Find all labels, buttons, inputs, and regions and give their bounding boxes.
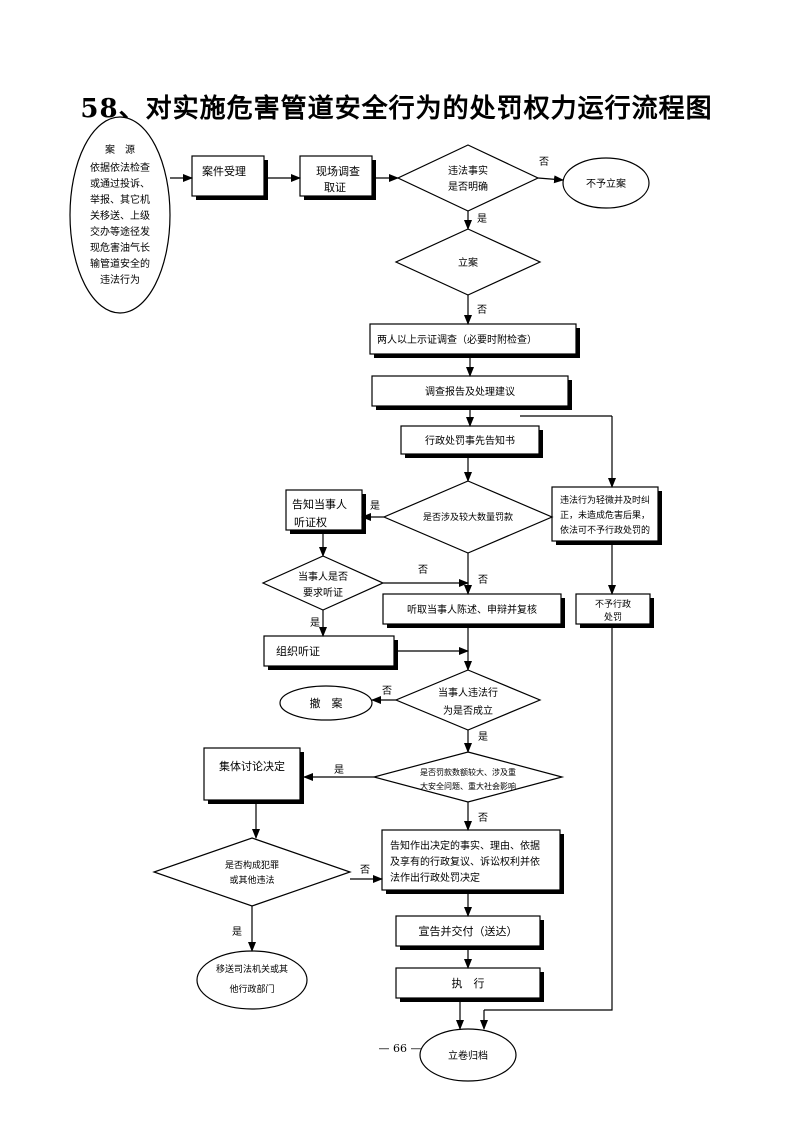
source-ellipse: 案 源 依据依法检查 或通过投诉、 举报、其它机 关移送、上级 交办等途径发 现… <box>69 116 171 314</box>
source-line: 现危害油气长 <box>90 241 150 254</box>
source-line: 举报、其它机 <box>90 193 150 206</box>
major-impact-decision: 是否罚款数额较大、涉及重 大安全问题、重大社会影响 <box>371 751 565 803</box>
onsite-label: 现场调查 <box>316 164 360 178</box>
edge-label-no: 否 <box>360 864 370 876</box>
no-penalty-box: 不予行政 处罚 <box>575 593 654 628</box>
edge-label-no: 否 <box>382 685 392 697</box>
report-label: 调查报告及处理建议 <box>425 385 515 398</box>
organize-hearing-box: 组织听证 <box>263 635 398 670</box>
decision-label: 及享有的行政复议、诉讼权利并依 <box>390 855 540 868</box>
large-fine-label: 是否涉及较大数量罚款 <box>423 511 513 523</box>
source-line: 关移送、上级 <box>90 209 150 222</box>
source-line: 或通过投诉、 <box>90 177 150 190</box>
crime-label: 或其他违法 <box>229 874 274 886</box>
no-penalty-label: 不予行政 <box>595 598 631 610</box>
edge-label-yes: 是 <box>310 617 320 629</box>
edge-label-yes: 是 <box>370 500 380 512</box>
page-title: 58、对实施危害管道安全行为的处罚权力运行流程图 <box>80 94 713 124</box>
major-impact-label: 是否罚款数额较大、涉及重 <box>420 767 516 777</box>
major-impact-label: 大安全问题、重大社会影响 <box>420 781 516 791</box>
page-number: — 66 — <box>379 1042 422 1055</box>
notice-label: 行政处罚事先告知书 <box>425 434 515 447</box>
source-line: 依据依法检查 <box>90 161 150 174</box>
transfer-label: 移送司法机关或其 <box>216 963 288 975</box>
archive-label: 立卷归档 <box>448 1049 488 1062</box>
onsite-label: 取证 <box>324 181 346 194</box>
report-box: 调查报告及处理建议 <box>371 375 572 410</box>
listen-label: 听取当事人陈述、申辩并复核 <box>407 603 537 616</box>
edge-label-yes: 是 <box>478 731 488 743</box>
inform-label: 告知当事人 <box>292 497 347 511</box>
onsite-investigation-box: 现场调查 取证 <box>299 155 376 200</box>
archive-ellipse: 立卷归档 <box>419 1028 517 1082</box>
two-person-label: 两人以上示证调查（必要时附检查） <box>377 333 537 346</box>
hearing-request-label: 要求听证 <box>303 587 343 599</box>
edge-label-no: 否 <box>539 156 549 168</box>
two-person-box: 两人以上示证调查（必要时附检查） <box>369 323 580 358</box>
transfer-ellipse: 移送司法机关或其 他行政部门 <box>196 950 308 1010</box>
register-decision: 立案 <box>394 228 542 296</box>
listen-box: 听取当事人陈述、申辩并复核 <box>382 593 565 628</box>
withdraw-label: 撤 案 <box>310 696 343 710</box>
deliver-box: 宣告并交付（送达） <box>395 915 544 950</box>
edge-label-yes: 是 <box>477 213 487 225</box>
withdraw-ellipse: 撤 案 <box>279 685 373 721</box>
inform-label: 听证权 <box>294 516 327 529</box>
source-line: 违法行为 <box>100 273 140 286</box>
execute-label: 执 行 <box>452 976 485 990</box>
organize-label: 组织听证 <box>276 644 320 658</box>
case-accept-label: 案件受理 <box>202 164 246 178</box>
transfer-label: 他行政部门 <box>229 983 274 995</box>
crime-decision: 是否构成犯罪 或其他违法 <box>152 837 352 907</box>
decision-label: 法作出行政处罚决定 <box>390 871 480 884</box>
edge-label-no: 否 <box>478 574 488 586</box>
edge-label-no: 否 <box>418 564 428 576</box>
hearing-request-decision: 当事人是否 要求听证 <box>261 555 385 611</box>
hearing-request-label: 当事人是否 <box>298 570 348 583</box>
notice-box: 行政处罚事先告知书 <box>400 425 543 458</box>
fact-clear-label: 是否明确 <box>448 180 488 193</box>
source-title: 案 源 <box>105 143 135 156</box>
crime-label: 是否构成犯罪 <box>225 859 279 871</box>
connectors <box>170 174 616 1030</box>
execute-box: 执 行 <box>395 967 544 1002</box>
register-label: 立案 <box>458 256 478 269</box>
minor-violation-box: 违法行为轻微并及时纠 正，未造成危害后果， 依法可不予行政处罚的 <box>551 486 662 545</box>
collective-decision-box: 集体讨论决定 <box>203 747 304 804</box>
source-line: 输管道安全的 <box>90 257 150 270</box>
deliver-label: 宣告并交付（送达） <box>419 924 518 938</box>
edge-label-yes: 是 <box>232 926 242 938</box>
fact-clear-label: 违法事实 <box>448 164 488 177</box>
no-case-ellipse: 不予立案 <box>562 157 650 209</box>
no-case-label: 不予立案 <box>586 177 626 190</box>
minor-label: 违法行为轻微并及时纠 <box>560 494 650 506</box>
minor-label: 依法可不予行政处罚的 <box>560 524 650 536</box>
large-fine-decision: 是否涉及较大数量罚款 <box>382 480 554 554</box>
edge-labels: 否 是 否 是 否 否 是 否 是 是 否 否 是 <box>232 156 549 938</box>
source-line: 交办等途径发 <box>90 225 150 238</box>
no-penalty-label: 处罚 <box>604 611 622 623</box>
minor-label: 正，未造成危害后果， <box>560 509 650 521</box>
inform-hearing-box: 告知当事人 听证权 <box>285 489 366 534</box>
fact-clear-decision: 违法事实 是否明确 <box>396 144 540 212</box>
penalty-decision-box: 告知作出决定的事实、理由、依据 及享有的行政复议、诉讼权利并依 法作出行政处罚决… <box>381 829 564 894</box>
violation-label: 为是否成立 <box>443 704 493 717</box>
collective-label: 集体讨论决定 <box>219 759 285 773</box>
violation-label: 当事人违法行 <box>438 686 498 699</box>
edge-label-no: 否 <box>478 812 488 824</box>
violation-established-decision: 当事人违法行 为是否成立 <box>394 669 542 731</box>
edge-label-yes: 是 <box>334 764 344 776</box>
edge-label-no: 否 <box>477 304 487 316</box>
case-accept-box: 案件受理 <box>191 155 268 200</box>
decision-label: 告知作出决定的事实、理由、依据 <box>390 839 540 852</box>
